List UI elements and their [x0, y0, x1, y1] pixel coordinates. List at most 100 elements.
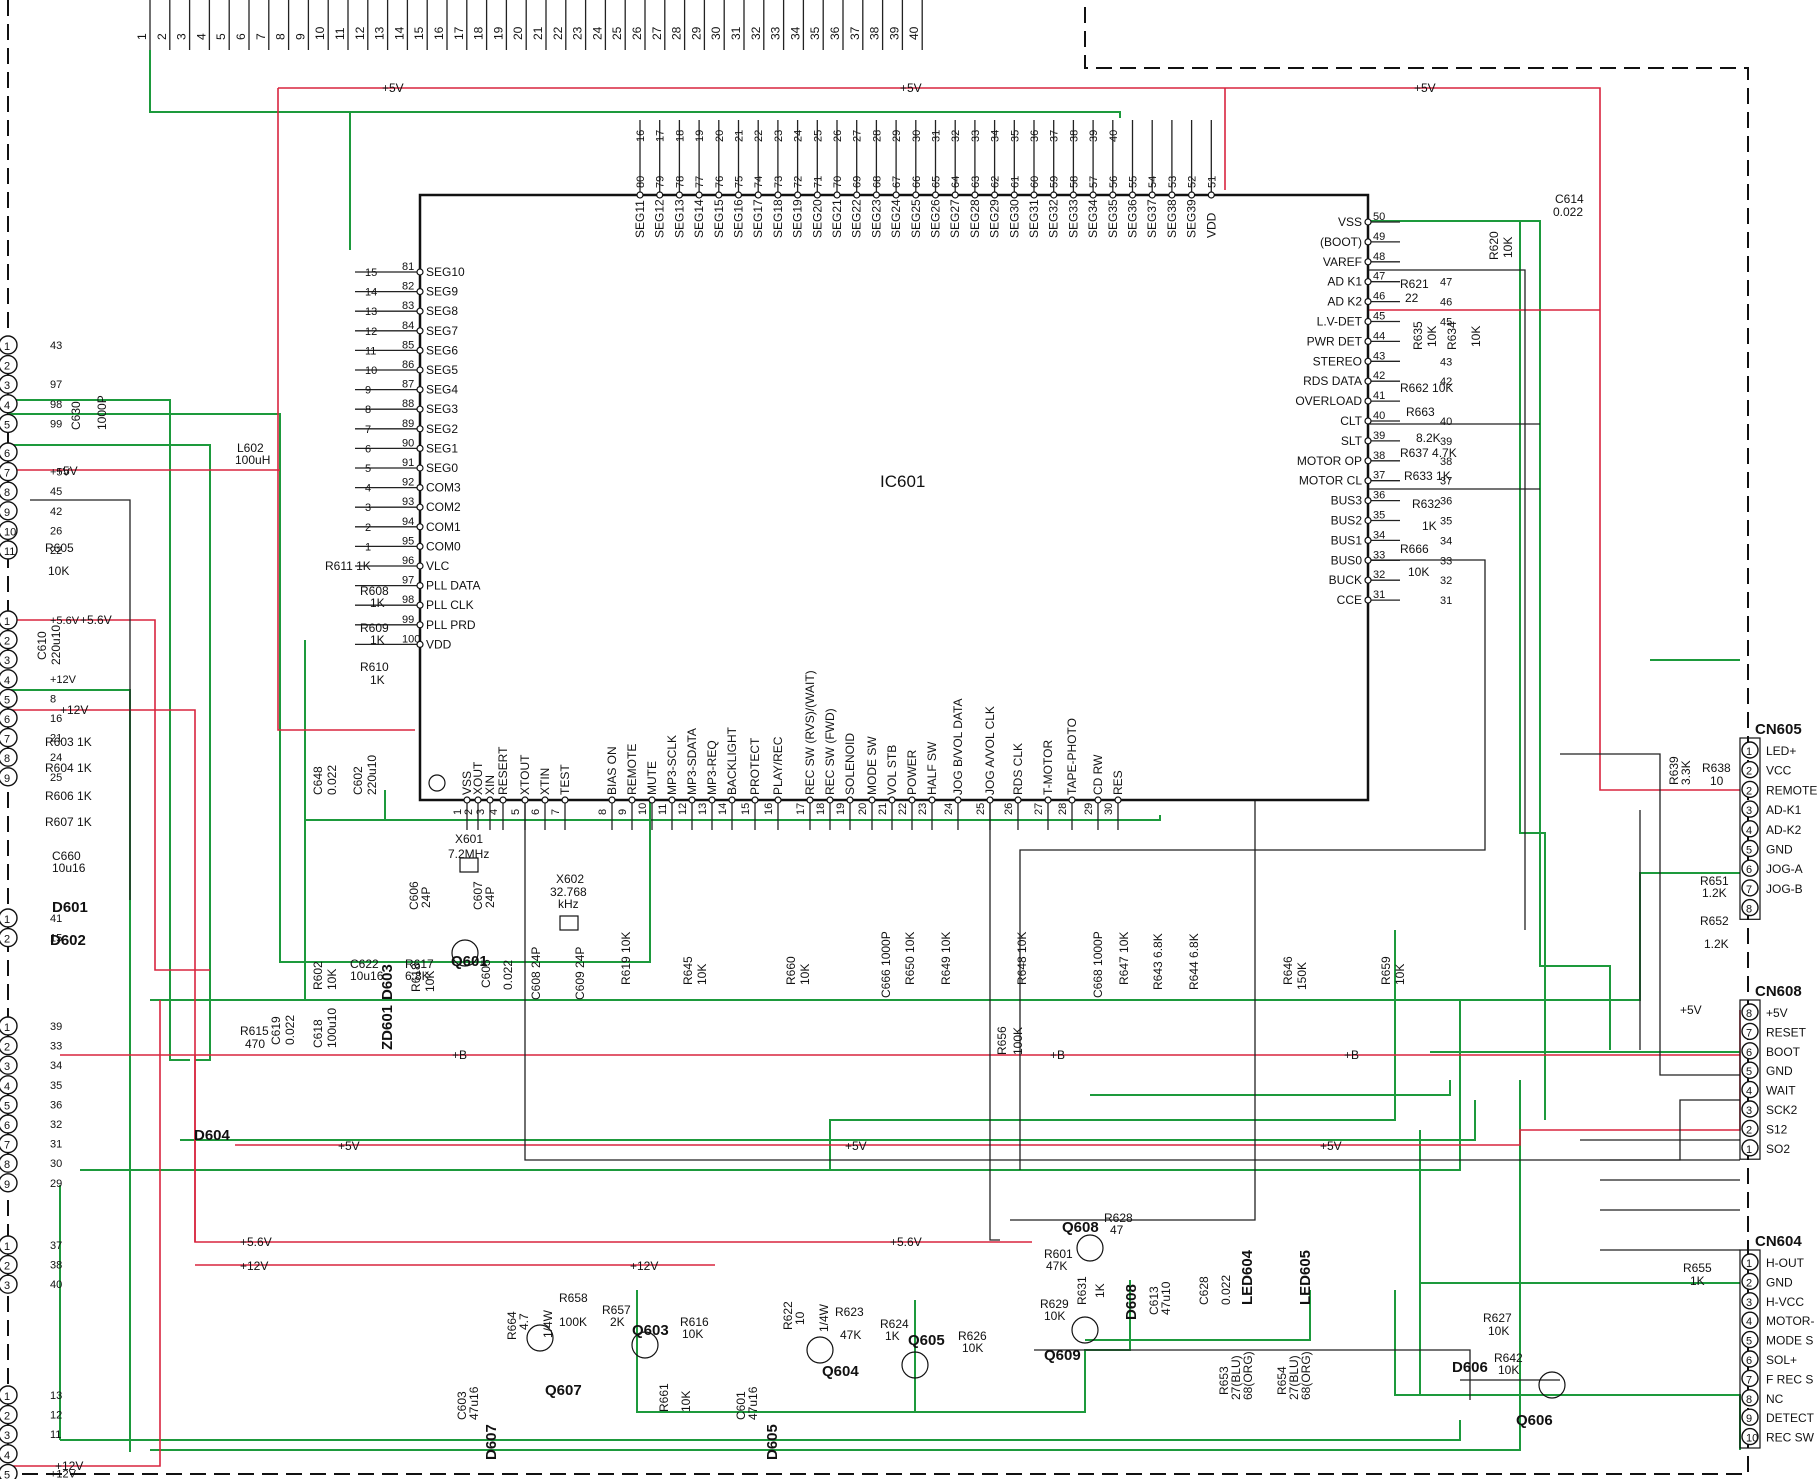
ic-bottom-pin-name: TAPE-PHOTO	[1065, 718, 1079, 795]
ic-top-pin-net: 18	[674, 130, 686, 142]
ic-top-pin-name: SEG15	[712, 199, 726, 238]
right-connector-pin	[1741, 800, 1759, 818]
d601-label: D601	[52, 899, 88, 916]
r635-value: 10K	[1425, 326, 1439, 347]
ic-top-pin	[833, 191, 841, 199]
ic-top-pin-name: SEG22	[850, 199, 864, 238]
ic-top-pin-net: 33	[970, 130, 982, 142]
ic-right-pin-net: 34	[1440, 535, 1452, 547]
right-connector-pin-num: 7	[1746, 884, 1752, 896]
ic-right-pin-name: PWR DET	[1307, 334, 1363, 348]
right-connector-pin	[1741, 761, 1759, 779]
ic-left-pin	[416, 268, 424, 276]
ic-right-pin-num: 36	[1373, 490, 1385, 502]
top-bus-label: 27	[650, 26, 664, 40]
right-connector-pin-num: 3	[1746, 1297, 1752, 1309]
ic-bottom-pin	[868, 796, 876, 804]
left-connector-pin-num: 9	[4, 1179, 10, 1191]
right-connector-pin	[1741, 1389, 1759, 1407]
ic-top-pin-num: 72	[793, 176, 805, 188]
top-bus-label: 26	[630, 26, 644, 40]
ic-left-pin-net: 13	[365, 306, 377, 318]
ic-top-pin-net: 30	[911, 130, 923, 142]
ic-left-pin-name: PLL CLK	[426, 598, 474, 612]
r619-label: R619 10K	[619, 932, 633, 985]
ic-top-pin-net: 40	[1108, 130, 1120, 142]
ic-top-pin-num: 52	[1187, 176, 1199, 188]
ic-right-pin-num: 43	[1373, 350, 1385, 362]
right-connector-pin-num: 3	[1746, 805, 1752, 817]
r609-label: R609	[360, 621, 389, 635]
right-connector-pin	[1741, 1330, 1759, 1349]
left-connector-pin	[0, 727, 18, 748]
r631-value: 1K	[1093, 1283, 1107, 1298]
ic-left-pin-net: 11	[365, 345, 376, 357]
ic-right-pin-net: 43	[1440, 356, 1452, 368]
r615-value: 470	[245, 1037, 265, 1051]
c601-value: 47u16	[746, 1386, 760, 1420]
rail-56v-2: +5.6V	[240, 1235, 272, 1249]
ic-left-pin-num: 82	[402, 281, 414, 293]
left-connector-pin-num: 2	[4, 1411, 10, 1423]
d603-label: D603	[379, 964, 396, 1000]
right-connector-pin-label: REMOTE	[1766, 783, 1817, 797]
right-connector-pin	[1741, 1022, 1759, 1041]
left-connector-pin-num: 11	[4, 546, 15, 558]
ic-left-pin	[416, 327, 424, 335]
left-connector-pin	[0, 1404, 18, 1425]
ic-left-pin-num: 85	[402, 339, 414, 351]
top-bus-label: 21	[531, 26, 545, 40]
right-connector-body	[1739, 737, 1761, 920]
rail-5v-left: +5V	[56, 464, 78, 478]
top-bus-label: 16	[432, 26, 446, 40]
top-bus-label: 13	[373, 26, 387, 40]
right-connector-pin-num: 6	[1746, 864, 1752, 876]
ic-bottom-pin	[954, 796, 962, 804]
ic-bottom-pin-num: 30	[1103, 803, 1115, 815]
ic-bottom-pin-name: XOUT	[471, 761, 485, 795]
ic-top-pin-num: 63	[970, 176, 982, 188]
left-connector-net: 98	[50, 399, 62, 411]
rail-12v-2: +12V	[240, 1259, 268, 1273]
d604-label: D604	[194, 1127, 231, 1144]
r604-label: R604 1K	[45, 761, 92, 775]
left-connector-net: 21	[50, 733, 62, 745]
ic-right-pin-num: 41	[1373, 390, 1385, 402]
r663-value: 8.2K	[1416, 431, 1441, 445]
right-connector-pin	[1741, 741, 1759, 759]
q607-label: Q607	[545, 1382, 582, 1399]
ic-right-pin-name: BUS1	[1331, 533, 1363, 547]
ic-right-pin	[1364, 238, 1372, 246]
ic-bottom-pin-num: 25	[975, 803, 987, 815]
ic-right-pin-name: AD K1	[1327, 275, 1362, 289]
left-connector-net: 45	[50, 486, 62, 498]
ic-right-pin-num: 37	[1373, 470, 1385, 482]
right-connector-pin-num: 2	[1746, 785, 1752, 797]
left-connector-net: +5.6V	[50, 615, 80, 627]
ic-left-pin	[416, 542, 424, 551]
ic-left-pin-name: SEG4	[426, 383, 458, 397]
ic-top-pin-num: 51	[1206, 176, 1218, 188]
ic-bottom-pin-num: 23	[917, 803, 929, 815]
r618-label: R618	[409, 963, 423, 992]
ic-left-pin-name: SEG7	[426, 324, 458, 338]
r605-value: 10K	[48, 564, 69, 578]
ic-right-pin-num: 44	[1373, 330, 1385, 342]
ic-top-pin-num: 71	[812, 176, 824, 188]
right-connector-pin-label: AD-K2	[1766, 823, 1802, 837]
ic-bottom-pin	[806, 796, 814, 804]
left-connector-pin	[0, 1424, 18, 1444]
left-connector-net: 29	[50, 1178, 62, 1190]
ic-top-pin	[1089, 191, 1097, 199]
left-connector-pin-num: 3	[4, 1430, 10, 1442]
ic-top-pin-name: SEG38	[1165, 199, 1179, 238]
left-connector-pin	[0, 481, 18, 501]
left-connector-pin-num: 1	[4, 1241, 10, 1253]
left-connector-pin	[0, 1114, 18, 1134]
top-bus-label: 19	[491, 26, 505, 40]
ic-right-pin-net: 31	[1440, 595, 1452, 607]
left-connector-pin-num: 2	[4, 361, 10, 373]
r610-value: 1K	[370, 673, 385, 687]
ic-top-pin-num: 55	[1128, 176, 1140, 188]
